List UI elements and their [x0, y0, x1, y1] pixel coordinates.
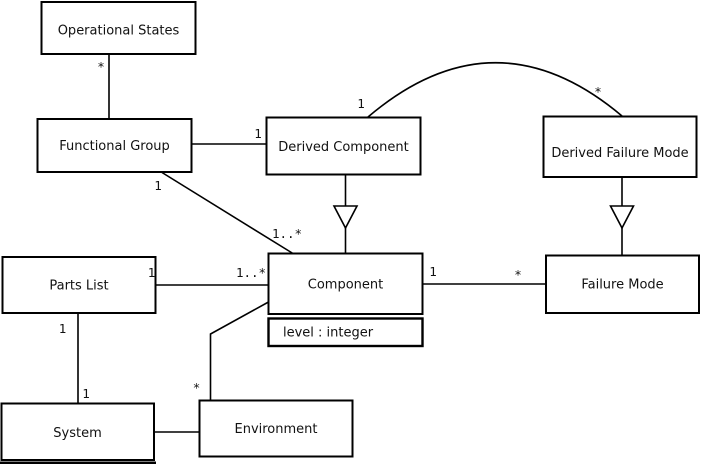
class-box-rect — [198, 399, 354, 458]
multiplicity-label: 1..* — [236, 265, 266, 280]
class-label: Environment — [234, 422, 317, 437]
multiplicity-label: * — [594, 84, 602, 99]
class-box-rect — [1, 256, 157, 314]
edge-functional-group-component — [161, 171, 294, 255]
edge-component-environment — [209, 301, 269, 400]
class-label: Derived Failure Mode — [551, 146, 688, 161]
multiplicity-label: * — [514, 267, 522, 282]
class-attribute-label: level : integer — [283, 326, 374, 341]
multiplicity-label: * — [97, 59, 105, 74]
class-derived-component: Derived Component — [265, 116, 422, 176]
multiplicity-label: 1 — [429, 264, 437, 279]
class-label: System — [53, 426, 101, 441]
class-box-rect — [545, 254, 700, 314]
class-derived-failure-mode: Derived Failure Mode — [542, 115, 698, 178]
class-label: Component — [308, 278, 383, 293]
multiplicity-label: 1..* — [272, 226, 302, 241]
multiplicity-label: * — [193, 380, 201, 395]
class-box-rect — [0, 402, 155, 461]
class-box-rect — [40, 1, 197, 55]
class-attribute-rect — [267, 317, 424, 348]
bottom-edge-bar — [0, 461, 156, 464]
class-parts-list: Parts List — [1, 256, 157, 314]
class-label: Functional Group — [59, 139, 170, 154]
multiplicity-label: 1 — [154, 178, 162, 193]
class-label: Operational States — [58, 24, 180, 39]
multiplicity-label: 1 — [82, 386, 90, 401]
class-box-rect — [265, 116, 422, 176]
class-label: Derived Component — [278, 140, 409, 155]
class-label: Parts List — [49, 279, 108, 294]
multiplicity-label: 1 — [59, 321, 67, 336]
edge-derived-component-derived-failure-mode-arc — [367, 61, 623, 118]
class-component: Component level : integer — [267, 252, 424, 348]
generalization-triangle-icon — [609, 205, 635, 230]
class-failure-mode: Failure Mode — [545, 254, 700, 314]
class-box-rect — [542, 115, 698, 178]
class-system: System — [0, 402, 155, 461]
multiplicity-label: 1 — [254, 126, 262, 141]
class-environment: Environment — [198, 399, 354, 458]
class-functional-group: Functional Group — [36, 118, 193, 173]
class-label: Failure Mode — [581, 278, 663, 293]
class-box-rect — [36, 118, 193, 173]
class-operational-states: Operational States — [40, 1, 197, 55]
generalization-triangle-icon — [332, 205, 359, 230]
class-box-rect — [267, 252, 424, 315]
multiplicity-label: 1 — [357, 96, 365, 111]
multiplicity-label: 1 — [148, 265, 156, 280]
